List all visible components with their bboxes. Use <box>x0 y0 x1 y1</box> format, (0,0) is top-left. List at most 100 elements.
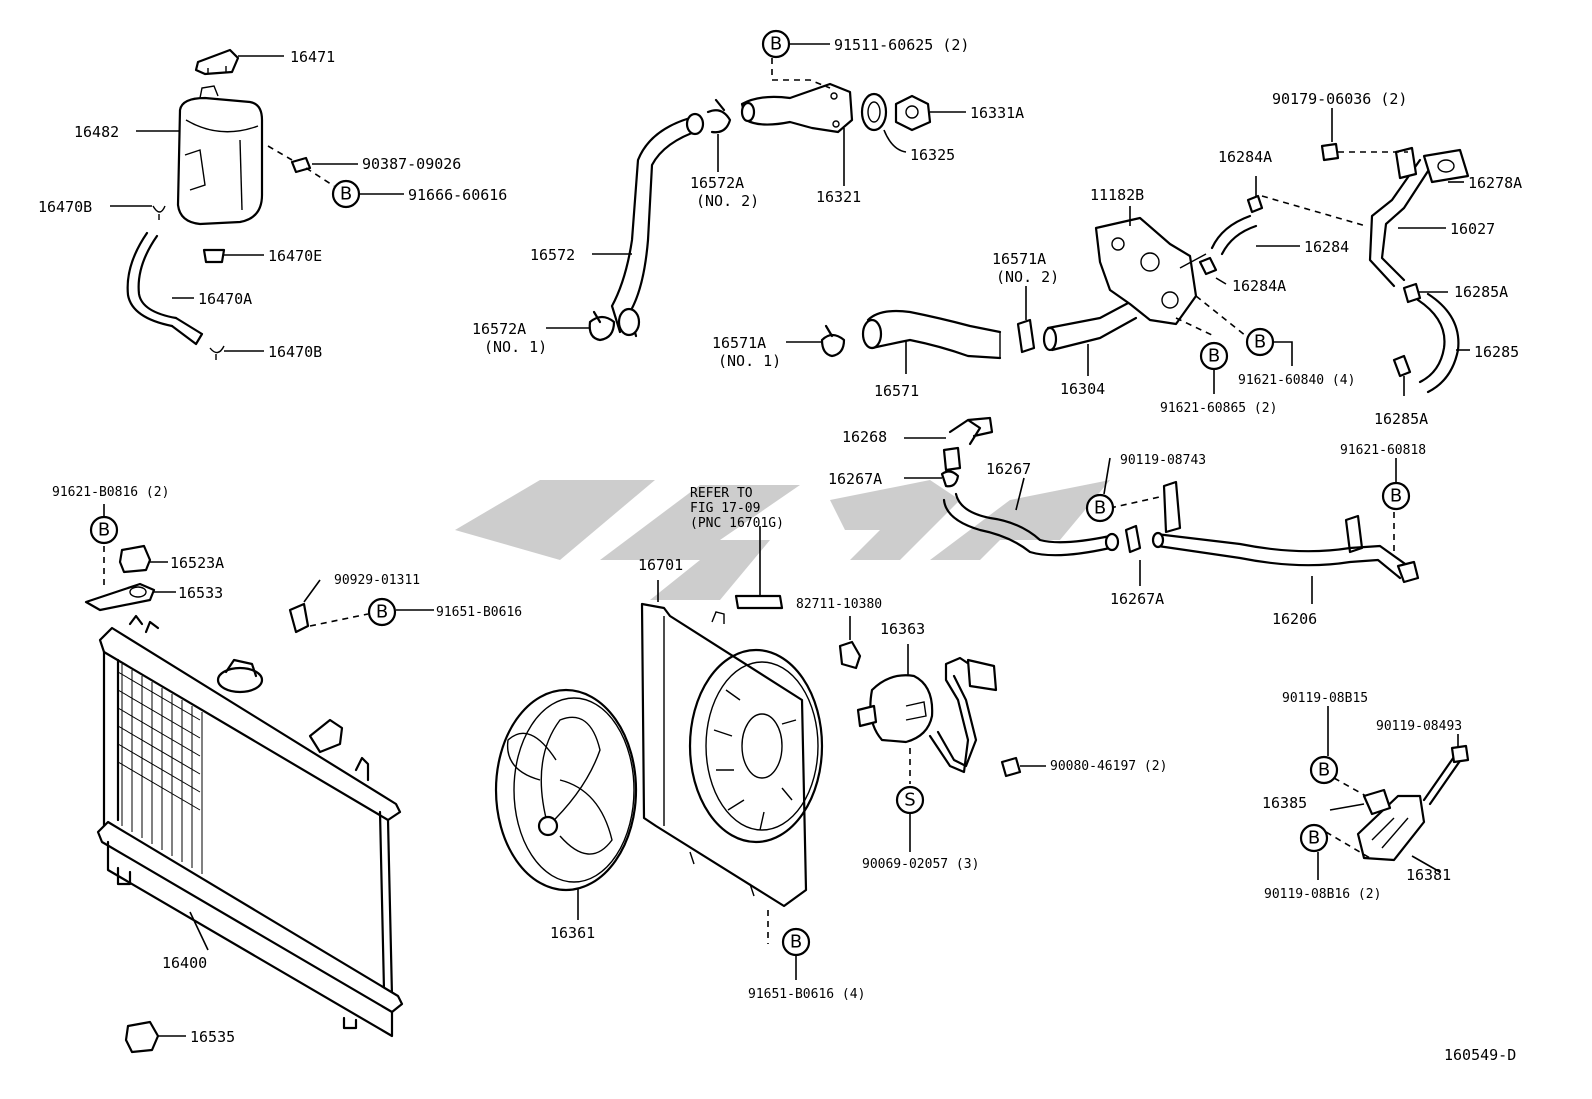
pipe-16206 <box>1154 532 1410 580</box>
svg-text:B: B <box>1208 346 1220 367</box>
label-91621-B0816: 91621-B0816 (2) <box>52 485 169 500</box>
label-91666-60616: 91666-60616 <box>408 186 507 204</box>
badges: B B B B B B B B S B B B <box>89 29 1411 957</box>
cushion-16523A <box>118 544 152 574</box>
bypass-group <box>940 416 1420 584</box>
clamp-16571A-no1 <box>820 324 846 358</box>
svg-text:B: B <box>1254 332 1266 353</box>
label-16284A-a: 16284A <box>1218 148 1272 166</box>
clamp-16267A-lower <box>1124 524 1142 554</box>
label-16206: 16206 <box>1272 610 1317 628</box>
label-16381: 16381 <box>1406 866 1451 884</box>
svg-text:B: B <box>98 520 110 541</box>
refer-note-line3: (PNC 16701G) <box>690 516 784 531</box>
leaders-upper-hose <box>546 43 966 329</box>
label-90069-02057: 90069-02057 (3) <box>862 857 979 872</box>
label-90119-08B16: 90119-08B16 (2) <box>1264 887 1381 902</box>
label-16400: 16400 <box>162 954 207 972</box>
label-16363: 16363 <box>880 620 925 638</box>
inlet-group <box>820 142 1470 394</box>
badge-s-90069: S <box>895 785 925 815</box>
label-16267A-b: 16267A <box>1110 590 1164 608</box>
gasket-16278A <box>1422 148 1470 184</box>
label-16361: 16361 <box>550 924 595 942</box>
clip-90387-09026 <box>290 156 312 174</box>
shroud-16701 <box>640 602 808 908</box>
label-16572A-no2-note: (NO. 2) <box>696 192 759 210</box>
leaders-bypass <box>904 437 1397 604</box>
label-16304: 16304 <box>1060 380 1105 398</box>
badge-b-91651-B0616: B <box>367 597 397 627</box>
leaders-bracket <box>1317 706 1459 880</box>
nut-16385 <box>1362 788 1392 816</box>
svg-text:B: B <box>770 34 782 55</box>
label-16470B-a: 16470B <box>38 198 92 216</box>
water-outlet-16321 <box>740 82 854 134</box>
badge-b-90119-08B15: B <box>1309 755 1339 785</box>
label-16471: 16471 <box>290 48 335 66</box>
label-90119-08B15: 90119-08B15 <box>1282 691 1368 706</box>
badge-b-91621-B0816: B <box>89 515 119 545</box>
diagram-id: 160549-D <box>1444 1046 1516 1064</box>
cushion-16535 <box>124 1020 160 1054</box>
label-16701: 16701 <box>638 556 683 574</box>
bolt-90179-06036 <box>1320 142 1340 162</box>
label-16470A: 16470A <box>198 290 252 308</box>
thermostat-16331A <box>894 94 932 132</box>
badge-b-91651-B0616-4: B <box>781 927 811 957</box>
label-91621-60818: 91621-60818 <box>1340 443 1426 458</box>
badge-b-91666: B <box>331 179 361 209</box>
refer-note-line2: FIG 17-09 <box>690 501 760 516</box>
label-91621-60840: 91621-60840 (4) <box>1238 373 1355 388</box>
hose-16267 <box>942 492 1112 557</box>
clamp-16285A-lower <box>1392 354 1412 378</box>
svg-text:B: B <box>1390 486 1402 507</box>
label-16285A-b: 16285A <box>1374 410 1428 428</box>
badge-b-90119-08743: B <box>1085 493 1115 523</box>
badge-b-91621-60840: B <box>1245 327 1275 357</box>
label-90387-09026: 90387-09026 <box>362 155 461 173</box>
clamp-16572A-no2 <box>706 98 732 134</box>
label-90119-08493: 90119-08493 <box>1376 719 1462 734</box>
part-labels: 16471 16482 90387-09026 91666-60616 1647… <box>38 36 1522 1064</box>
clamp-16470B-lower <box>209 345 225 360</box>
label-82711-10380: 82711-10380 <box>796 597 882 612</box>
radiator-16400 <box>96 614 404 1038</box>
label-16285: 16285 <box>1474 343 1519 361</box>
label-16285A-a: 16285A <box>1454 283 1508 301</box>
svg-text:B: B <box>340 184 352 205</box>
bolt-90119-08493 <box>1422 752 1464 806</box>
label-16331A: 16331A <box>970 104 1024 122</box>
hose-16470A <box>126 231 178 328</box>
bracket-16381 <box>1356 794 1426 862</box>
label-16523A: 16523A <box>170 554 224 572</box>
fan-16361 <box>494 688 638 892</box>
pipe-16027 <box>1368 158 1432 288</box>
label-16267A-a: 16267A <box>828 470 882 488</box>
clamp-16571A-no2 <box>1016 318 1036 354</box>
gasket-16325 <box>860 92 888 132</box>
hose-16285 <box>1416 292 1460 394</box>
leaders-radiator <box>103 504 434 1037</box>
label-16572A-no1: 16572A <box>472 320 526 338</box>
clamp-16572A-no1 <box>588 310 616 342</box>
label-16470E: 16470E <box>268 247 322 265</box>
clamp-16284A-upper <box>1246 194 1264 214</box>
label-16572A-no1-note: (NO. 1) <box>484 338 547 356</box>
leaders-reservoir <box>110 55 404 352</box>
bracket-group <box>1325 744 1470 862</box>
svg-text:S: S <box>904 790 915 811</box>
label-90179-06036: 90179-06036 (2) <box>1272 90 1407 108</box>
label-16267: 16267 <box>986 460 1031 478</box>
label-91621-60865: 91621-60865 (2) <box>1160 401 1277 416</box>
badge-b-91621-60818: B <box>1381 481 1411 511</box>
watermark-logo <box>455 480 1110 600</box>
upper-hose-group <box>588 58 932 342</box>
label-90080-46197: 90080-46197 (2) <box>1050 759 1167 774</box>
union-16268 <box>948 416 994 446</box>
clamp-16267A-upper <box>940 470 960 488</box>
label-90119-08743: 90119-08743 <box>1120 453 1206 468</box>
badge-b-91621-60865: B <box>1199 341 1229 371</box>
reservoir-tank-16482 <box>176 96 264 226</box>
